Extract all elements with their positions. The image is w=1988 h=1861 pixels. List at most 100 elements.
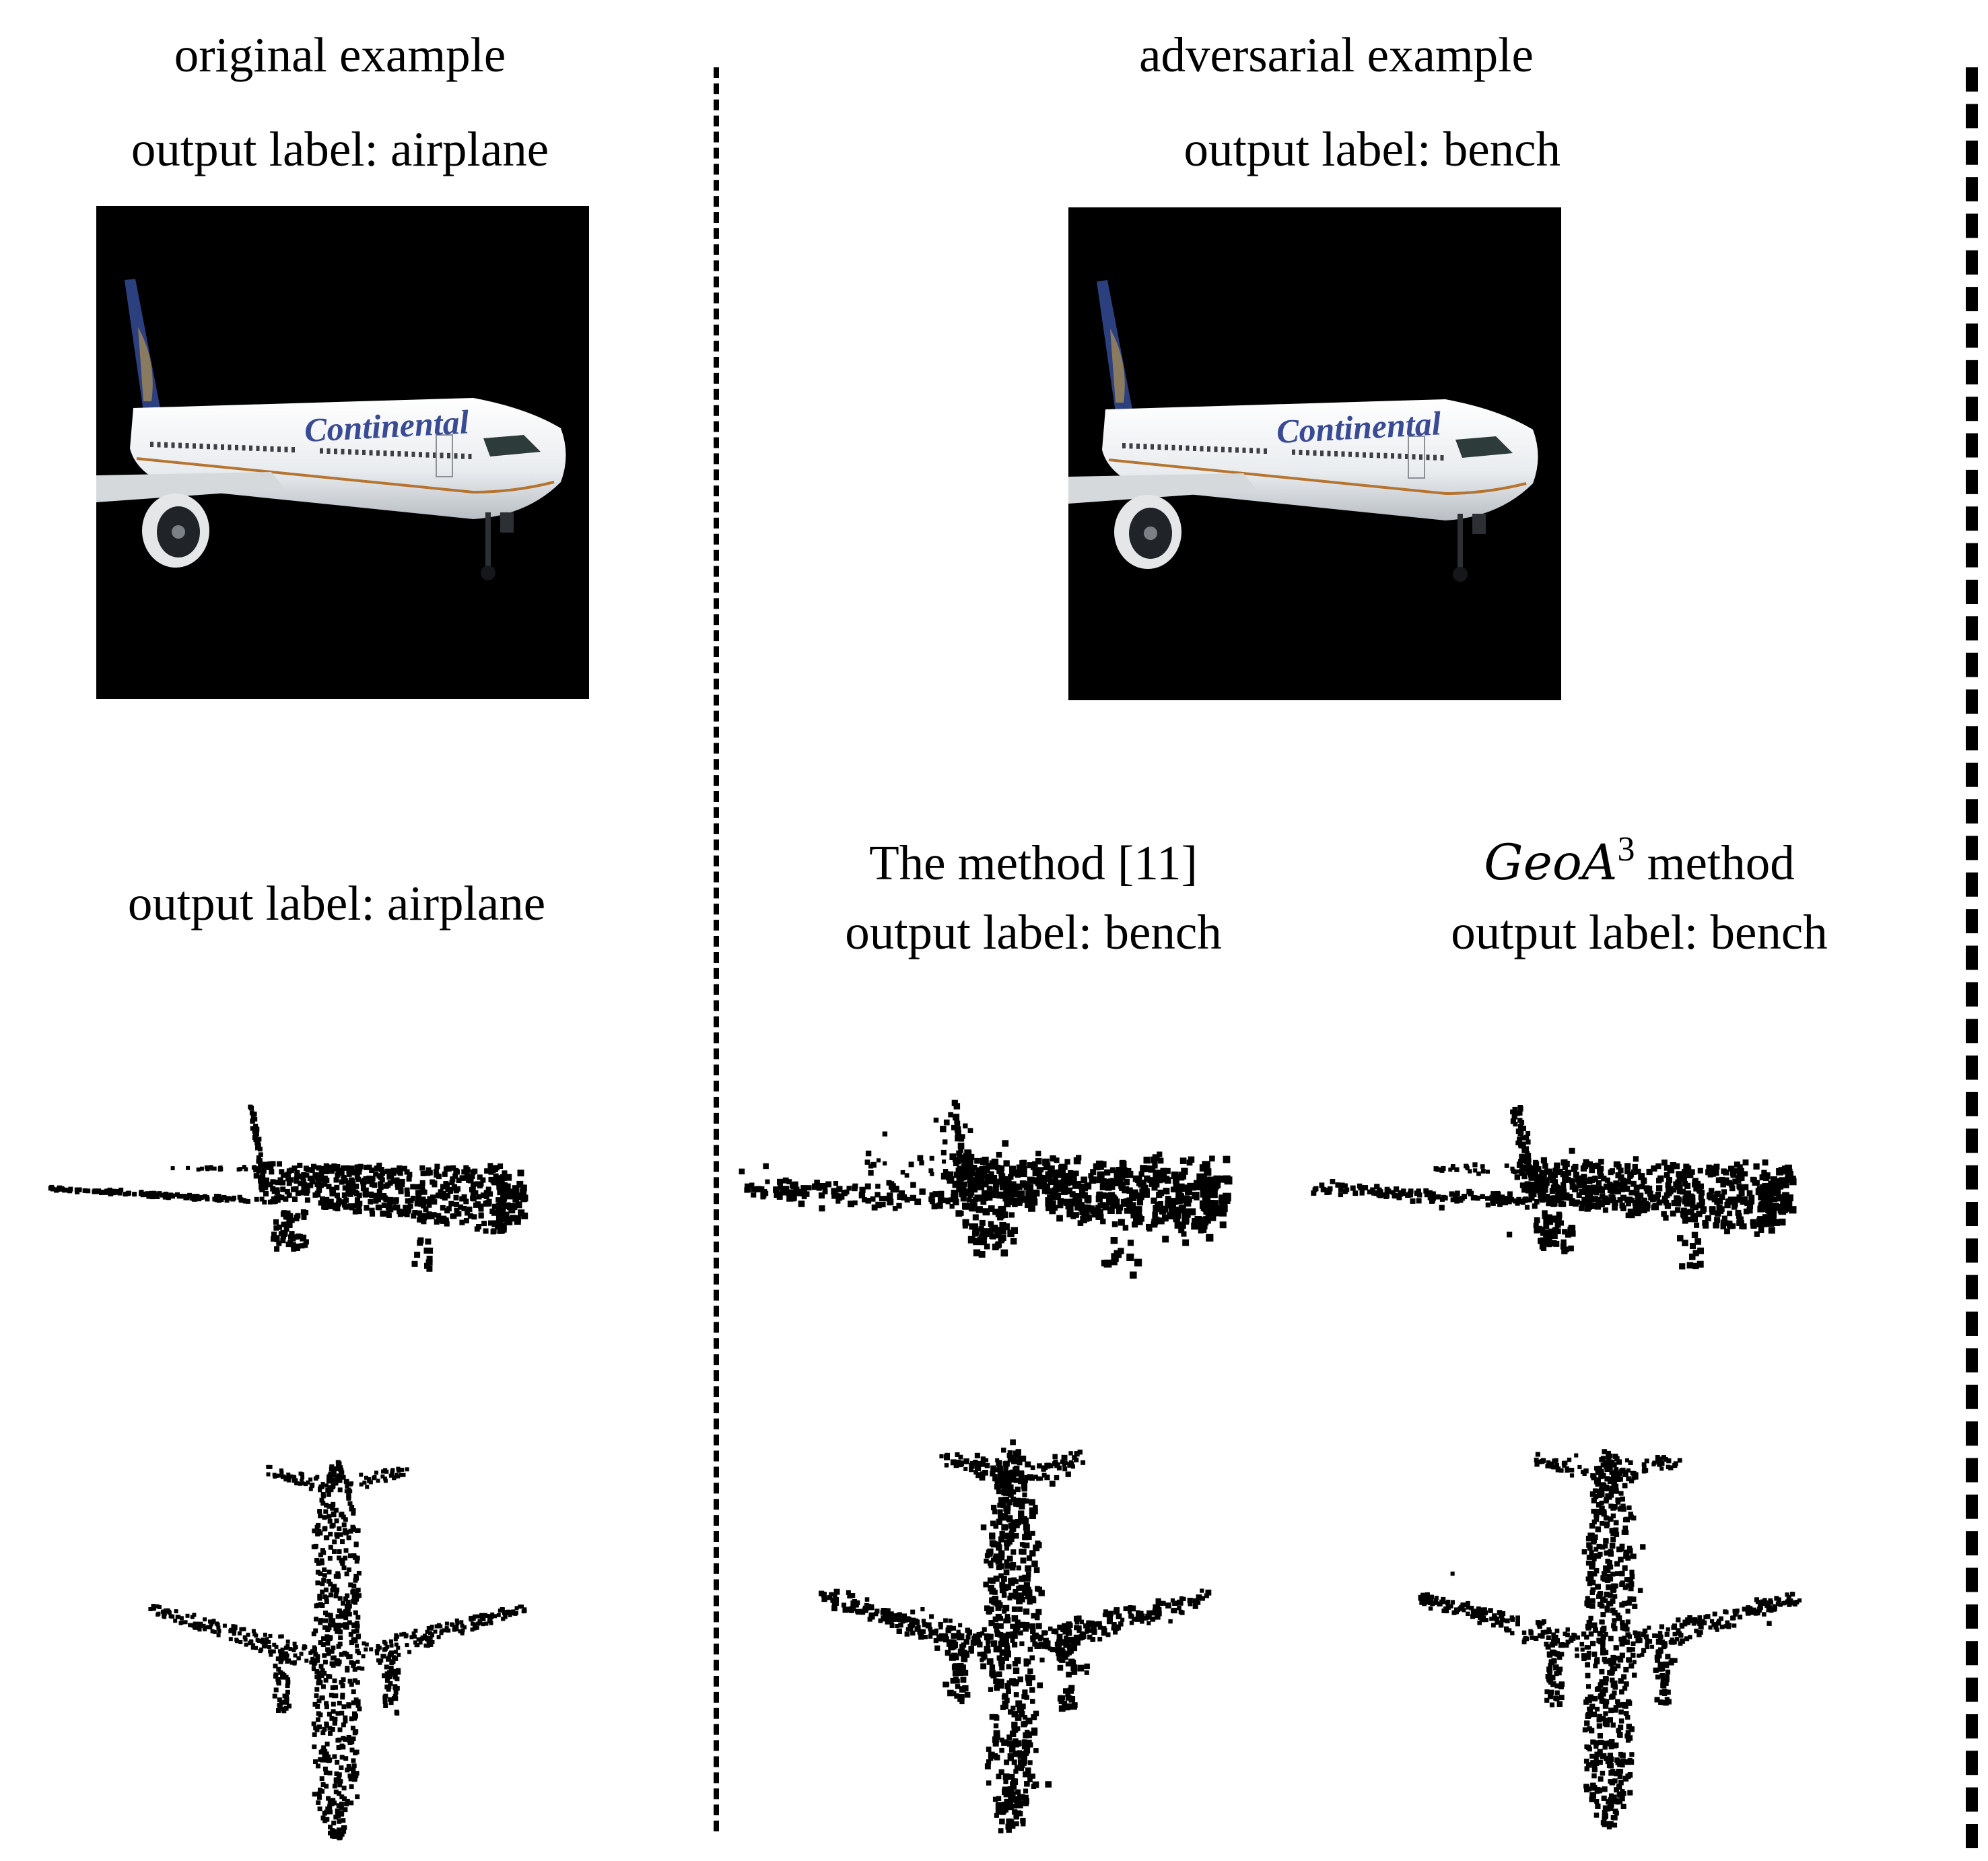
cloud-point <box>401 1165 407 1172</box>
cloud-point <box>1556 1211 1562 1217</box>
cloud-point <box>1529 1182 1536 1188</box>
cloud-point <box>1656 1199 1663 1206</box>
cloud-point <box>973 1249 981 1256</box>
cloud-point <box>1105 1184 1112 1191</box>
cloud-point <box>1553 1186 1559 1192</box>
cloud-point <box>1755 1188 1763 1196</box>
cloud-point <box>312 1172 318 1178</box>
cloud-point <box>928 1634 933 1639</box>
cloud-point <box>254 1166 258 1171</box>
cloud-point <box>1023 1801 1029 1806</box>
cloud-point <box>1671 1200 1678 1207</box>
cloud-point <box>386 1656 390 1662</box>
cloud-point <box>304 1172 310 1178</box>
cloud-point <box>988 1751 995 1759</box>
cloud-point <box>1089 1620 1095 1627</box>
cloud-point <box>1653 1204 1659 1211</box>
cloud-point <box>1676 1171 1682 1178</box>
cloud-point <box>311 1721 316 1726</box>
cloud-point <box>383 1703 388 1708</box>
cloud-point <box>1394 1186 1400 1192</box>
cloud-point <box>986 1747 992 1752</box>
cloud-point <box>1581 1181 1587 1188</box>
cloud-point <box>959 1182 967 1190</box>
cloud-point <box>1151 1197 1157 1204</box>
cloud-point <box>1604 1550 1610 1556</box>
cloud-point <box>1113 1170 1122 1178</box>
cloud-point <box>1692 1262 1699 1270</box>
cloud-point <box>497 1225 504 1233</box>
cloud-point <box>390 1170 397 1176</box>
cloud-point <box>393 1168 399 1174</box>
cloud-point <box>953 1663 960 1670</box>
cloud-point <box>260 1174 265 1179</box>
method-a-title: The method [11] <box>869 836 1198 890</box>
cloud-point <box>432 1181 438 1187</box>
original-image-label: output label: airplane <box>131 122 549 176</box>
cloud-point <box>1517 1105 1523 1110</box>
cloud-point <box>1613 1520 1619 1526</box>
cloud-point <box>331 1484 335 1489</box>
cloud-point <box>1476 1171 1481 1176</box>
cloud-point <box>1591 1571 1598 1577</box>
cloud-point <box>242 1198 248 1204</box>
cloud-point <box>1556 1193 1562 1199</box>
cloud-point <box>366 1192 372 1198</box>
cloud-point <box>1690 1213 1696 1219</box>
cloud-point <box>395 1677 400 1682</box>
window <box>440 452 444 459</box>
method-b-side-cloud <box>1306 1077 1831 1299</box>
cloud-point <box>1030 1628 1036 1634</box>
cloud-point <box>1010 1705 1016 1711</box>
cloud-point <box>949 1197 954 1203</box>
cloud-point <box>1001 1176 1007 1182</box>
cloud-point <box>1007 1195 1015 1203</box>
cloud-point <box>952 1193 959 1200</box>
cloud-point <box>1005 1191 1012 1198</box>
cloud-point <box>993 1730 1000 1737</box>
cloud-point <box>324 1599 329 1604</box>
cloud-point <box>846 1606 852 1612</box>
cloud-point <box>155 1604 160 1609</box>
cloud-point <box>1023 1622 1030 1629</box>
cloud-point <box>193 1621 197 1626</box>
cloud-point <box>327 1712 332 1717</box>
cloud-point <box>1010 1549 1017 1555</box>
cloud-point <box>951 1642 959 1648</box>
cloud-point <box>470 1192 476 1198</box>
cloud-point <box>473 1622 477 1627</box>
cloud-point <box>1778 1207 1787 1215</box>
cloud-point <box>320 1548 325 1553</box>
cloud-point <box>1433 1166 1439 1172</box>
cloud-point <box>1218 1176 1225 1183</box>
cloud-point <box>425 1238 432 1245</box>
cloud-point <box>460 1631 465 1635</box>
cloud-point <box>1219 1221 1227 1229</box>
cloud-point <box>1586 1602 1591 1609</box>
cloud-point <box>1109 1167 1116 1174</box>
cloud-point <box>1573 1172 1579 1178</box>
cloud-point <box>1615 1571 1620 1576</box>
cloud-point <box>192 1613 197 1617</box>
window <box>1355 452 1359 458</box>
window <box>355 449 359 455</box>
cloud-point <box>363 1187 369 1193</box>
cloud-point <box>1590 1184 1597 1191</box>
cloud-point <box>998 1206 1005 1213</box>
cloud-point <box>336 1814 341 1819</box>
cloud-point <box>343 1517 348 1522</box>
cloud-point <box>1153 1172 1159 1178</box>
cloud-point <box>1111 1259 1118 1266</box>
cloud-point <box>368 1480 373 1485</box>
cloud-point <box>1200 1177 1208 1185</box>
cloud-point <box>382 1647 387 1652</box>
cloud-point <box>1507 1196 1512 1202</box>
engine-spinner <box>172 525 185 539</box>
cloud-point <box>957 1143 965 1149</box>
cloud-point <box>1714 1217 1721 1223</box>
cloud-point <box>1677 1235 1684 1242</box>
cloud-point <box>1724 1228 1730 1235</box>
cloud-point <box>1090 1637 1096 1642</box>
cloud-point <box>286 1478 291 1483</box>
cloud-point <box>1022 1492 1027 1497</box>
